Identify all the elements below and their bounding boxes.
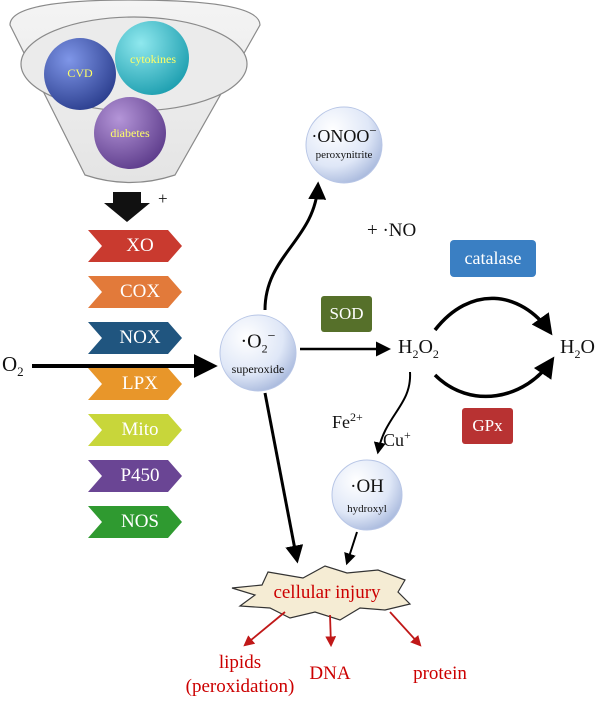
down-arrow (104, 192, 150, 222)
iron-sup: 2+ (350, 410, 363, 424)
iron-base: Fe (332, 412, 350, 432)
source-chevrons (88, 230, 182, 538)
nitric-oxide-dot: · (382, 220, 389, 241)
peroxynitrite-name: peroxynitrite (315, 149, 373, 161)
peroxidation-label: (peroxidation) (185, 676, 295, 697)
arrow-dna (325, 614, 337, 648)
water-sub: 2 (574, 347, 581, 361)
arrow-gpx (433, 356, 555, 399)
arrow-lipids (243, 611, 286, 647)
peroxynitrite-sup: − (369, 123, 377, 138)
funnel-ball-cvd (44, 38, 116, 110)
funnel-ball-diabetes (94, 97, 166, 169)
h2o2-h: H (398, 336, 413, 358)
gpx-box (462, 408, 513, 444)
chevron-xo (88, 230, 182, 262)
h2o2-sub2: 2 (432, 347, 439, 361)
nitric-oxide-formula: NO (388, 220, 417, 241)
funnel-ball-cytokines (115, 21, 189, 95)
chevron-nos (88, 506, 182, 538)
water-h: H (560, 336, 575, 358)
superoxide-sphere (219, 314, 297, 392)
superoxide-dot: · (240, 330, 248, 353)
peroxynitrite-base: ONOO (317, 126, 370, 146)
peroxynitrite-dot: · (311, 126, 318, 146)
h2o2-o: O (418, 336, 433, 358)
sod-box (321, 296, 372, 332)
peroxynitrite-sphere (305, 106, 383, 184)
superoxide-base: O (247, 330, 262, 353)
superoxide-sub: 2 (261, 341, 268, 356)
h2o2-label: H2O2 (398, 336, 439, 362)
chevron-label-cox: COX (119, 281, 161, 302)
chevron-label-nox: NOX (119, 327, 161, 348)
catalase-label: catalase (464, 248, 522, 268)
hydroxyl-dot: · (350, 476, 357, 497)
arrow-to-hydroxyl (373, 371, 412, 455)
catalase-box (450, 240, 536, 277)
chevron-label-mito: Mito (121, 419, 159, 440)
arrow-to-peroxynitrite (263, 181, 327, 311)
oxygen-label: O2 (2, 352, 24, 380)
water-label: H2O (560, 336, 595, 362)
chevron-label-nos: NOS (120, 511, 159, 532)
superoxide-sup: − (267, 329, 276, 344)
cellular-injury-label: cellular injury (273, 582, 381, 603)
hydroxyl-formula: ·OH (332, 476, 402, 498)
iron-label: Fe2+ (332, 410, 363, 433)
hydroxyl-name: hydroxyl (347, 503, 387, 515)
diabetes-label: diabetes (110, 126, 150, 140)
superoxide-name: superoxide (231, 362, 285, 376)
plus-sign: + (158, 189, 168, 208)
cvd-label: CVD (67, 66, 93, 80)
sod-label: SOD (329, 304, 364, 323)
nitric-oxide-label: + ·NO (348, 198, 416, 264)
cytokines-label: cytokines (130, 52, 176, 66)
arrow-superoxide-injury (263, 392, 304, 564)
chevron-mito (88, 414, 182, 446)
copper-label: Cu+ (383, 428, 411, 451)
arrow-protein (389, 611, 422, 647)
copper-sup: + (404, 428, 411, 442)
oxygen-sub: 2 (17, 364, 24, 380)
gpx-label: GPx (472, 416, 503, 435)
protein-label: protein (413, 663, 467, 684)
chevron-p450 (88, 460, 182, 492)
water-o: O (580, 336, 595, 358)
chevron-nox (88, 322, 182, 354)
peroxynitrite-formula: ·ONOO− (300, 123, 388, 147)
chevron-label-p450: P450 (120, 465, 160, 486)
oxygen-base: O (2, 352, 18, 376)
nitric-oxide-prefix: + (367, 220, 383, 241)
cellular-injury-shape (231, 565, 412, 621)
arrow-catalase (433, 296, 553, 336)
hydroxyl-base: OH (356, 476, 384, 497)
dna-label: DNA (309, 663, 351, 684)
hydroxyl-sphere (331, 459, 403, 531)
superoxide-formula: ·O2− (222, 329, 294, 357)
arrow-hydroxyl-injury (344, 531, 358, 566)
lipids-label: lipids (218, 652, 262, 673)
chevron-cox (88, 276, 182, 308)
chevron-label-xo: XO (126, 235, 154, 256)
h2o2-sub1: 2 (412, 347, 419, 361)
chevron-label-lpx: LPX (122, 373, 158, 394)
copper-base: Cu (383, 430, 405, 450)
chevron-lpx (88, 368, 182, 400)
